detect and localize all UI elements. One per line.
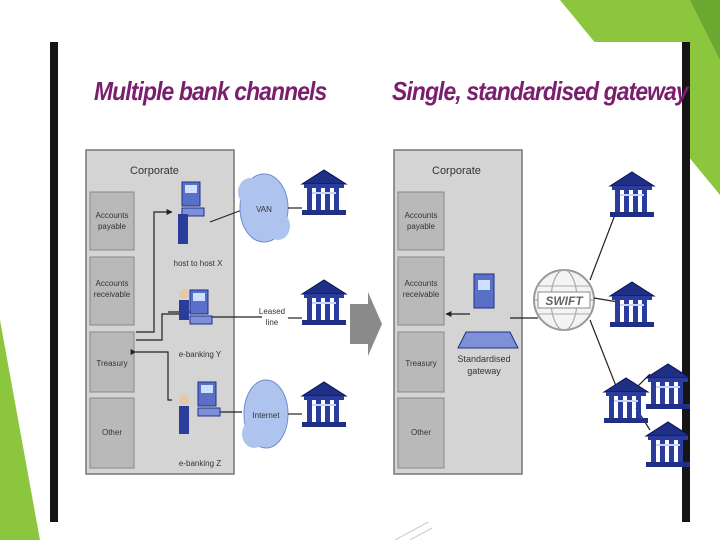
network-label: Leased [259, 307, 285, 316]
bank-icon [645, 363, 690, 410]
bank-icon [609, 281, 655, 328]
e-banking-y-computer-icon [179, 289, 213, 325]
left-dept-label: receivable [94, 290, 131, 299]
left-corporate-label: Corporate [130, 165, 179, 177]
right-corporate-label: Corporate [432, 165, 481, 177]
bank-icon [301, 381, 347, 428]
network-label: VAN [256, 205, 272, 214]
right-dept-box-accounts-payable [397, 191, 445, 251]
channel-label: host to host X [174, 259, 224, 268]
left-dept-label: payable [98, 222, 127, 231]
gateway-label: Standardised [457, 354, 510, 364]
right-dept-box-other [397, 397, 445, 469]
right-heading: Single, standardised gateway [392, 76, 689, 106]
network-label: Internet [252, 411, 280, 420]
swift-label: SWIFT [545, 294, 584, 308]
bank-icon [645, 421, 690, 468]
host-to-host-terminal-icon [178, 181, 205, 244]
bank-icon [301, 169, 347, 216]
right-dept-label: Accounts [405, 279, 438, 288]
image-border-right [682, 42, 690, 522]
internet-cloud-icon [242, 379, 289, 449]
network-label: line [266, 318, 279, 327]
left-heading: Multiple bank channels [94, 76, 327, 106]
right-dept-label: Accounts [405, 211, 438, 220]
left-dept-label: Treasury [96, 359, 127, 368]
image-border-left [50, 42, 58, 522]
right-dept-box-accounts-receivable [397, 256, 445, 326]
left-dept-box-treasury [89, 331, 135, 393]
left-dept-label: Other [102, 428, 122, 437]
green-triangle-top-right-light [690, 0, 720, 60]
channel-label: e-banking Z [179, 459, 221, 468]
right-dept-label: Other [411, 428, 431, 437]
left-dept-box-accounts-receivable [89, 256, 135, 326]
transition-arrow-icon [350, 292, 382, 356]
standardised-gateway-computer-icon [457, 273, 519, 349]
bank-icon [301, 279, 347, 326]
left-bank-lines [288, 207, 302, 415]
van-cloud-icon [238, 173, 290, 243]
diagram-image: Multiple bank channels Single, standardi… [50, 42, 690, 522]
channel-label: e-banking Y [179, 350, 222, 359]
gateway-label: gateway [467, 366, 501, 376]
diagram-canvas: Corporate Accounts payable Accounts rece… [85, 149, 690, 475]
e-banking-z-computer-icon [179, 381, 221, 434]
right-dept-label: payable [407, 222, 436, 231]
right-dept-box-treasury [397, 331, 445, 393]
right-dept-label: Treasury [405, 359, 436, 368]
swift-globe-icon [533, 269, 595, 331]
right-dept-label: receivable [403, 290, 440, 299]
left-dept-box-other [89, 397, 135, 469]
decor-line [394, 519, 433, 540]
bank-icon [609, 171, 655, 218]
green-triangle-bottom-left [0, 320, 40, 540]
left-dept-label: Accounts [96, 279, 129, 288]
left-dept-label: Accounts [96, 211, 129, 220]
left-dept-box-accounts-payable [89, 191, 135, 251]
decor-line [409, 527, 433, 540]
